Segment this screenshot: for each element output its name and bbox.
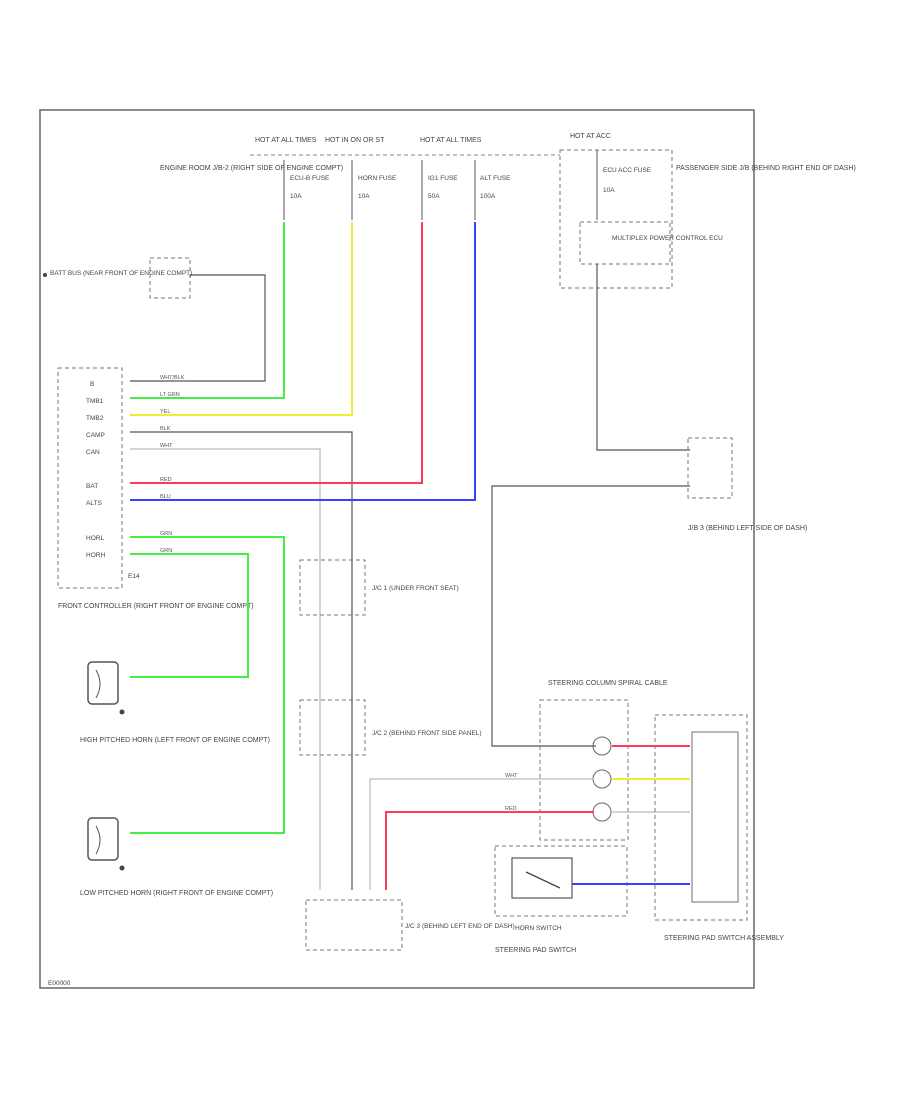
pin-camp: CAMP	[86, 432, 105, 439]
wire-b-wht-blk	[130, 274, 266, 382]
pin-tmb2: TMB2	[86, 415, 104, 422]
fuse-1-rating: 10A	[290, 193, 302, 200]
feed-label-3: HOT AT ALL TIMES	[420, 137, 482, 144]
wire-wht	[130, 448, 321, 890]
jb3-box	[687, 437, 733, 499]
passenger-jb-box	[559, 149, 673, 289]
fuse-ig1: IG1 FUSE 50A	[421, 160, 458, 220]
pin-can: CAN	[86, 449, 100, 456]
jb3-label: J/B 3 (BEHIND LEFT SIDE OF DASH)	[688, 525, 807, 532]
wire-red	[130, 222, 423, 484]
wire-blk	[130, 431, 353, 890]
pin-horh: HORH	[86, 552, 105, 559]
steering-pad-assy-box	[654, 714, 748, 921]
wire-b-wht-blk-label: WHT/BLK	[160, 375, 185, 381]
horn-switch-label: HORN SWITCH	[515, 925, 562, 932]
body-ecu-label: MULTIPLEX POWER CONTROL ECU	[612, 235, 723, 242]
fuse-horn: HORN FUSE 10A	[351, 160, 397, 220]
pin-b: B	[90, 381, 94, 388]
horn-switch-contact-icon	[525, 871, 561, 889]
feed-label-4: HOT AT ACC	[570, 133, 611, 140]
pin-tmb1: TMB1	[86, 398, 104, 405]
fuse-alt: ALT FUSE 100A	[474, 160, 511, 220]
ground-terminal-icon	[43, 273, 47, 277]
wire-red-spiral	[385, 811, 594, 890]
jc1-label: J/C 1 (UNDER FRONT SEAT)	[372, 585, 459, 592]
wire-yel	[130, 222, 353, 416]
front-controller-label: FRONT CONTROLLER (RIGHT FRONT OF ENGINE …	[58, 603, 254, 610]
spiral-contact-3-icon	[592, 802, 612, 822]
fuse-ecu-acc: ECU ACC FUSE 10A	[596, 150, 652, 220]
wire-ecu-acc	[596, 264, 690, 451]
wire-grn-horh-label: GRN	[160, 548, 172, 554]
fuse-2-name: HORN FUSE	[358, 175, 397, 182]
low-horn-label: LOW PITCHED HORN (RIGHT FRONT OF ENGINE …	[80, 890, 273, 897]
low-pitched-horn-icon	[87, 817, 125, 871]
steering-pad-assy-label: STEERING PAD SWITCH ASSEMBLY	[664, 935, 784, 942]
front-controller-box	[57, 367, 123, 589]
wire-blu	[130, 222, 476, 501]
jc1-box	[299, 559, 366, 616]
wire-wht-spiral	[369, 778, 594, 890]
wire-lt-grn-label: LT GRN	[160, 392, 180, 398]
horn-switch-icon	[511, 857, 573, 899]
wire-blu-label: BLU	[160, 494, 171, 500]
steering-pad-assy-inner	[691, 731, 739, 903]
wire-grn-horl-label: GRN	[160, 531, 172, 537]
fuse-2-rating: 10A	[358, 193, 370, 200]
fuse-ecu-b: ECU-B FUSE 10A	[283, 160, 330, 220]
pin-bat: BAT	[86, 483, 98, 490]
ecu-pin-labels: B TMB1 TMB2 CAMP CAN BAT ALTS HORL HORH …	[86, 381, 140, 580]
jc3-box	[305, 899, 403, 951]
fuse-4-rating: 100A	[480, 193, 496, 200]
wire-blk-label: BLK	[160, 426, 171, 432]
ground-bus-box	[149, 257, 191, 299]
fuse-3-rating: 50A	[428, 193, 440, 200]
fuse-1-name: ECU-B FUSE	[290, 175, 330, 182]
engine-room-jb-label: ENGINE ROOM J/B-2 (RIGHT SIDE OF ENGINE …	[160, 165, 343, 172]
wire-lt-grn	[130, 222, 285, 399]
pin-alts: ALTS	[86, 500, 102, 507]
fuse-5-name: ECU ACC FUSE	[603, 167, 652, 174]
horn-switch-box	[494, 845, 628, 917]
fuse-3-name: IG1 FUSE	[428, 175, 458, 182]
jc3-label: J/C 3 (BEHIND LEFT END OF DASH)	[405, 923, 515, 930]
fuse-4-name: ALT FUSE	[480, 175, 511, 182]
steering-pad-label: STEERING PAD SWITCH	[495, 947, 576, 954]
passenger-jb-label: PASSENGER SIDE J/B (BEHIND RIGHT END OF …	[676, 165, 856, 172]
ground-bus-label: BATT BUS (NEAR FRONT OF ENGINE COMPT)	[50, 270, 192, 277]
pin-horl: HORL	[86, 535, 104, 542]
wire-grn-horl	[130, 536, 285, 834]
wire-red-spiral-label: RED	[505, 806, 517, 812]
spiral-box	[539, 699, 629, 841]
feed-label-2: HOT IN ON OR ST	[325, 137, 385, 144]
wire-wht-spiral-label: WHT	[505, 773, 518, 779]
footer-code: E00000	[48, 980, 71, 987]
wire-grn-horh	[130, 553, 249, 678]
wire-red-label: RED	[160, 477, 172, 483]
spiral-contact-1-icon	[592, 736, 612, 756]
wire-jb3-to-spiral	[491, 485, 690, 747]
spiral-contact-2-icon	[592, 769, 612, 789]
jc2-label: J/C 2 (BEHIND FRONT SIDE PANEL)	[372, 730, 482, 737]
fuse-5-rating: 10A	[603, 187, 615, 194]
wire-yel-label: YEL	[160, 409, 170, 415]
jc2-box	[299, 699, 366, 756]
wire-wht-label: WHT	[160, 443, 173, 449]
feed-label-1: HOT AT ALL TIMES	[255, 137, 317, 144]
spiral-label: STEERING COLUMN SPIRAL CABLE	[548, 680, 668, 687]
high-horn-label: HIGH PITCHED HORN (LEFT FRONT OF ENGINE …	[80, 737, 270, 744]
diagram-frame	[39, 109, 755, 989]
pin-e14: E14	[128, 573, 140, 580]
high-pitched-horn-icon	[87, 661, 125, 715]
body-ecu-box	[579, 221, 671, 265]
